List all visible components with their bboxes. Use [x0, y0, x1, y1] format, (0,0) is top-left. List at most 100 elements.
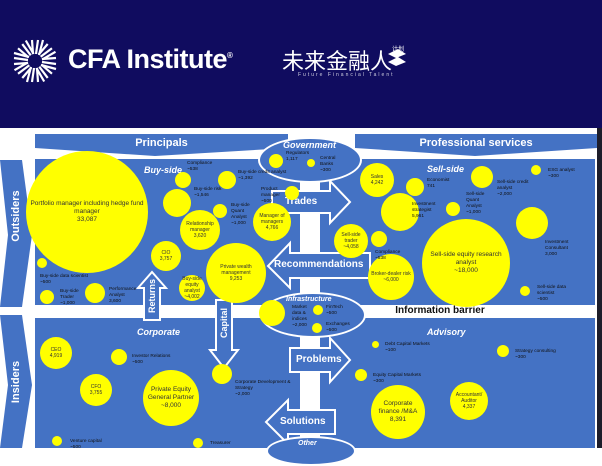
role-bubble: Sell-side trader~4,058 — [334, 224, 368, 258]
role-label: Market data & indices~2,000 — [292, 305, 307, 328]
role-label: Debt Capital Markets~100 — [385, 342, 430, 353]
role-label: Buy-side equity analyst~4,002 — [182, 276, 202, 300]
role-label: Venture capital~500 — [70, 439, 102, 450]
government-title: Government — [283, 140, 337, 150]
partner-name-en: Future Financial Talent — [298, 72, 395, 78]
role-bubble — [285, 186, 299, 200]
role-label: Compliance~538 — [375, 250, 401, 261]
role-label: FinTech~500 — [326, 305, 343, 316]
role-label: Treasurer — [210, 441, 231, 446]
problems-label: Problems — [296, 354, 342, 365]
role-bubble — [381, 193, 419, 231]
role-label: ESG analyst~300 — [548, 168, 575, 179]
role-label: Sell-side data scientist~500 — [537, 285, 567, 302]
sell-side-title: Sell-side — [427, 164, 465, 174]
role-bubble — [212, 364, 232, 384]
role-bubble — [516, 207, 548, 239]
role-bubble: Buy-side equity analyst~4,002 — [179, 275, 205, 301]
role-label: Broker-dealer risk~6,000 — [371, 271, 411, 283]
header-banner: CFA Institute® 未来金融人计划 Future Financial … — [0, 0, 602, 128]
role-label: Exchanges~500 — [326, 322, 350, 333]
partner-cn-text: 未来金融人 — [282, 49, 393, 74]
role-label: Private Equity General Partner~8,000 — [147, 386, 195, 409]
role-bubble — [193, 438, 203, 448]
role-label: Sell-side credit analyst~2,000 — [497, 180, 529, 197]
role-bubble — [218, 171, 236, 189]
corporate-title: Corporate — [137, 327, 181, 337]
role-bubble — [497, 345, 509, 357]
role-bubble — [269, 154, 283, 168]
top-banners — [35, 134, 597, 156]
role-bubble — [40, 290, 54, 304]
role-bubble — [446, 202, 460, 216]
capital-label: Capital — [219, 308, 229, 339]
returns-arrow — [135, 270, 169, 321]
role-label: Sell-side equity research analyst~18,000 — [430, 251, 502, 274]
role-bubble: Private Equity General Partner~8,000 — [143, 370, 199, 426]
org-name: CFA Institute® — [68, 44, 233, 75]
solutions-label: Solutions — [280, 416, 326, 427]
role-bubble — [471, 166, 493, 188]
role-label: Buy-side credit analyst~1,392 — [238, 170, 287, 181]
role-label: Strategy consulting~300 — [515, 349, 556, 360]
role-bubble — [371, 231, 387, 247]
principals-banner — [35, 134, 288, 156]
role-label: Investor Relations~500 — [132, 354, 171, 365]
role-label: Portfolio manager including hedge fund m… — [30, 200, 144, 223]
recommendations-label: Recommendations — [274, 259, 364, 270]
role-label: Sell-side Quant Analyst~1,000 — [466, 192, 485, 215]
role-bubble — [52, 436, 62, 446]
role-bubble: Broker-dealer risk~6,000 — [368, 254, 414, 300]
role-bubble — [371, 340, 379, 348]
role-bubble: Sell-side equity research analyst~18,000 — [422, 219, 510, 307]
information-barrier-label: Information barrier — [395, 305, 485, 316]
partner-logo-icon — [388, 49, 406, 66]
solutions-arrow — [264, 397, 336, 447]
role-bubble — [312, 323, 322, 333]
org-name-text: CFA Institute — [68, 44, 228, 74]
role-bubble — [259, 300, 285, 326]
advisory-title: Advisory — [427, 327, 466, 337]
role-label: Compliance~538 — [187, 161, 213, 172]
role-bubble — [355, 369, 367, 381]
role-bubble — [111, 349, 127, 365]
role-label: Corporate Development & Strategy~2,000 — [235, 380, 291, 397]
role-label: Sell-side trader~4,058 — [341, 232, 361, 250]
role-label: Buy-side Trader~1,000 — [60, 289, 79, 306]
other-title: Other — [298, 440, 317, 447]
infrastructure-title: Infrastructure — [286, 296, 332, 303]
side-labels — [0, 160, 32, 448]
outsiders-chevron — [0, 160, 32, 307]
insiders-chevron — [0, 315, 32, 448]
professional-services-title: Professional services — [419, 137, 533, 149]
registered-mark: ® — [227, 51, 233, 60]
role-bubble — [307, 159, 315, 167]
role-bubble — [163, 189, 191, 217]
role-bubble — [175, 172, 191, 188]
role-bubble — [37, 258, 47, 268]
role-bubble — [520, 286, 530, 296]
role-label: Product manager~500 — [261, 187, 280, 204]
capital-arrow — [207, 299, 241, 370]
screen-edge — [597, 128, 602, 448]
role-label: Buy-side data scientist~500 — [40, 274, 88, 285]
